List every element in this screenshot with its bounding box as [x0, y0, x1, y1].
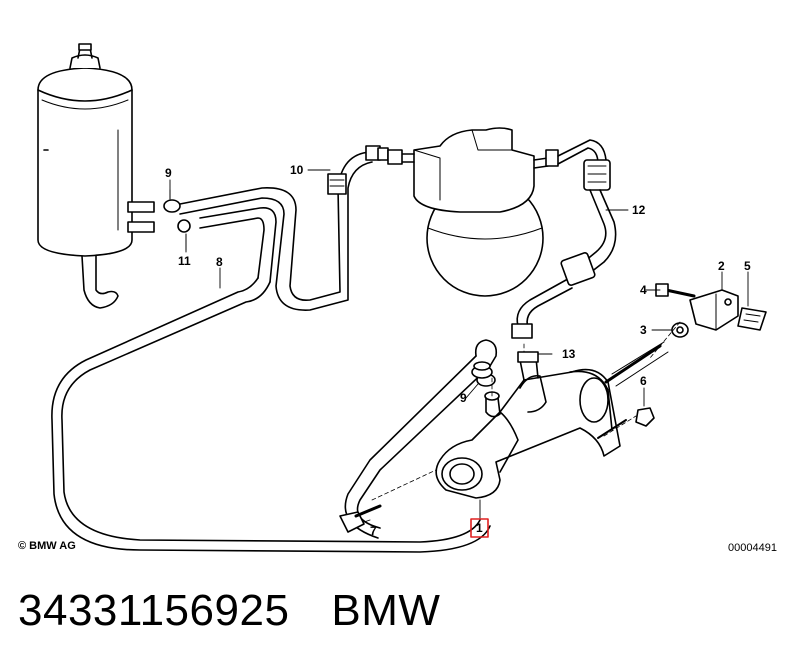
- callout-2: 2: [718, 259, 725, 273]
- part-caption: 34331156925 BMW: [18, 586, 440, 636]
- hose-clamp: [163, 189, 191, 251]
- callout-10: 10: [290, 163, 304, 177]
- master-cylinder: [435, 341, 669, 499]
- pressure-line: [511, 139, 617, 339]
- part-number: 34331156925: [18, 586, 290, 635]
- callout-13: 13: [562, 347, 576, 361]
- pressure-accumulator: [387, 127, 559, 297]
- callout-9-upper: 9: [165, 166, 172, 180]
- callout-3: 3: [640, 323, 647, 337]
- leader-lines: [169, 169, 749, 523]
- document-number: 00004491: [728, 542, 777, 554]
- fasteners: [339, 361, 655, 533]
- parts-diagram: 1 2 3 4 5 6 7 8 9 9 10 11 12 13: [37, 43, 767, 553]
- callout-6: 6: [640, 374, 647, 388]
- callout-7: 7: [370, 524, 377, 538]
- brand-name: BMW: [331, 586, 441, 635]
- callout-9-lower: 9: [460, 391, 467, 405]
- highlight-box: [470, 518, 489, 538]
- hose-lines: [51, 151, 498, 553]
- callout-5: 5: [744, 259, 751, 273]
- callout-4: 4: [640, 283, 647, 297]
- callout-1: 1: [476, 521, 483, 535]
- hose-fitting: [327, 145, 389, 195]
- callout-8: 8: [216, 255, 223, 269]
- copyright-notice: © BMW AG: [18, 540, 76, 552]
- callout-12: 12: [632, 203, 646, 217]
- assembly-guide-lines: [371, 321, 681, 501]
- pushrod-fork: [655, 283, 767, 338]
- callout-11: 11: [178, 254, 191, 268]
- fluid-reservoir: [37, 43, 155, 309]
